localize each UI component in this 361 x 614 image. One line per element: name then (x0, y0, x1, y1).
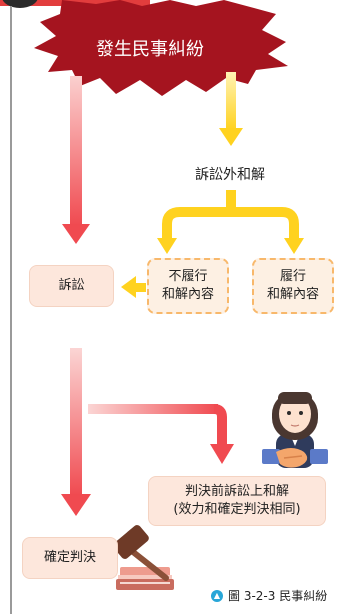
pre-judgment-settlement-box: 判決前訴訟上和解 (效力和確定判決相同) (148, 476, 326, 526)
burst-label: 發生民事糾紛 (96, 39, 204, 60)
gavel-icon (113, 525, 174, 590)
handshake-icon (262, 448, 328, 468)
perform-line1: 履行 (279, 269, 306, 284)
yellow-arrow-down (219, 72, 243, 146)
perform-box: 履行 和解內容 (252, 258, 334, 314)
figure-caption-text: 圖 3-2-3 民事糾紛 (228, 589, 328, 603)
yellow-arrow-left (121, 276, 146, 298)
final-judgment-box: 確定判決 (22, 537, 118, 579)
pre-judgment-line2: (效力和確定判決相同) (173, 502, 301, 517)
burst-shape-icon (34, 0, 288, 96)
not-perform-line1: 不履行 (168, 269, 208, 284)
litigation-box: 訴訟 (29, 265, 114, 307)
not-perform-line2: 和解內容 (161, 287, 214, 302)
red-arrow-to-settlement (88, 404, 234, 464)
header-dot (2, 0, 38, 8)
pre-judgment-line1: 判決前訴訟上和解 (184, 484, 289, 499)
not-perform-box: 不履行 和解內容 (147, 258, 229, 314)
red-arrow-to-litigation (62, 76, 90, 244)
yellow-branch (157, 190, 304, 254)
final-judgment-box-label: 確定判決 (43, 550, 96, 565)
caption-arrow-icon: ▲ (211, 589, 223, 602)
perform-line2: 和解內容 (266, 287, 319, 302)
red-arrow-to-judgment (61, 348, 91, 516)
figure-caption: ▲ 圖 3-2-3 民事糾紛 (211, 587, 327, 604)
out-of-court-settlement-label: 訴訟外和解 (195, 167, 265, 183)
litigation-box-label: 訴訟 (58, 278, 85, 293)
left-rule (10, 6, 12, 614)
